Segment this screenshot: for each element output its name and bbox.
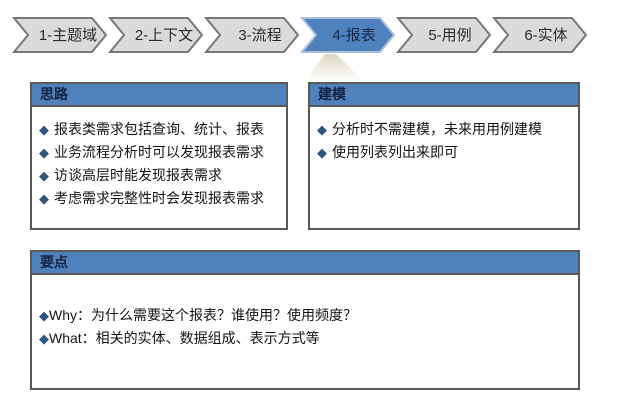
diamond-bullet-icon: ◆ bbox=[39, 308, 49, 323]
list-item: ◆ 分析时不需建模，未来用用例建模 bbox=[317, 118, 574, 141]
diamond-bullet-icon: ◆ bbox=[317, 145, 327, 160]
list-item: ◆ 访谈高层时能发现报表需求 bbox=[39, 164, 282, 187]
diamond-bullet-icon: ◆ bbox=[39, 191, 49, 206]
list-item: ◆Why：为什么需要这个报表？谁使用？使用频度？ bbox=[39, 304, 574, 327]
list-item: ◆ 报表类需求包括查询、统计、报表 bbox=[39, 118, 282, 141]
nav-step-4-active[interactable]: 4-报表 bbox=[299, 17, 396, 53]
diamond-bullet-icon: ◆ bbox=[39, 331, 49, 346]
list-item: ◆ 使用列表列出来即可 bbox=[317, 141, 574, 164]
list-item: ◆ 考虑需求完整性时会发现报表需求 bbox=[39, 187, 282, 210]
list-item: ◆What：相关的实体、数据组成、表示方式等 bbox=[39, 327, 574, 350]
nav-step-label: 5-用例 bbox=[428, 27, 471, 44]
active-step-glow bbox=[306, 54, 363, 80]
nav-step-1[interactable]: 1-主题域 bbox=[12, 17, 108, 53]
diamond-bullet-icon: ◆ bbox=[39, 168, 49, 183]
nav-step-3[interactable]: 3-流程 bbox=[203, 17, 300, 53]
list-item-text: 访谈高层时能发现报表需求 bbox=[54, 167, 222, 183]
nav-step-label: 4-报表 bbox=[332, 27, 375, 44]
nav-step-5[interactable]: 5-用例 bbox=[395, 17, 492, 53]
list-item-text: 分析时不需建模，未来用用例建模 bbox=[332, 121, 542, 137]
diamond-bullet-icon: ◆ bbox=[317, 122, 327, 137]
panel-title: 要点 bbox=[32, 252, 578, 275]
list-item-text: 考虑需求完整性时会发现报表需求 bbox=[54, 190, 264, 206]
keypoints-panel: 要点 ◆Why：为什么需要这个报表？谁使用？使用频度？ ◆What：相关的实体、… bbox=[30, 250, 580, 390]
diamond-bullet-icon: ◆ bbox=[39, 122, 49, 137]
list-item: ◆ 业务流程分析时可以发现报表需求 bbox=[39, 141, 282, 164]
nav-step-label: 6-实体 bbox=[524, 27, 567, 44]
ideas-panel: 思路 ◆ 报表类需求包括查询、统计、报表 ◆ 业务流程分析时可以发现报表需求 ◆ 访谈… bbox=[30, 82, 288, 230]
list-item-text: 报表类需求包括查询、统计、报表 bbox=[54, 121, 264, 137]
nav-step-label: 2-上下文 bbox=[135, 27, 193, 44]
nav-step-2[interactable]: 2-上下文 bbox=[107, 17, 204, 53]
modeling-panel: 建模 ◆ 分析时不需建模，未来用用例建模 ◆ 使用列表列出来即可 bbox=[308, 82, 580, 230]
process-nav: 1-主题域 2-上下文 3-流程 4-报表 5-用例 6-实体 bbox=[12, 17, 588, 53]
nav-step-6[interactable]: 6-实体 bbox=[491, 17, 588, 53]
panel-title: 建模 bbox=[310, 84, 578, 107]
list-item-text: 使用列表列出来即可 bbox=[332, 144, 458, 160]
list-item-text: What：相关的实体、数据组成、表示方式等 bbox=[49, 330, 320, 346]
list-item-text: Why：为什么需要这个报表？谁使用？使用频度？ bbox=[49, 307, 357, 323]
diamond-bullet-icon: ◆ bbox=[39, 145, 49, 160]
panel-title: 思路 bbox=[32, 84, 286, 107]
list-item-text: 业务流程分析时可以发现报表需求 bbox=[54, 144, 264, 160]
nav-step-label: 1-主题域 bbox=[39, 27, 97, 44]
nav-step-label: 3-流程 bbox=[238, 27, 281, 44]
